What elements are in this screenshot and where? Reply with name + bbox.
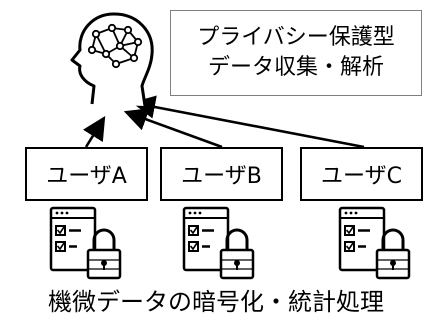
title-line-2: データ収集・解析	[207, 55, 384, 80]
padlock-icon	[219, 228, 255, 280]
locked-document-c	[338, 206, 411, 280]
user-box-a: ユーザA	[25, 147, 148, 201]
checklist-document-icon	[49, 206, 97, 272]
checklist-document-icon	[338, 206, 386, 272]
arrow-user-c	[131, 95, 365, 149]
locked-document-a	[49, 206, 122, 280]
head-with-brain-network-icon	[70, 12, 154, 107]
arrow-user-a	[82, 116, 106, 148]
title-line-1: プライバシー保護型	[197, 25, 395, 50]
user-box-c: ユーザC	[300, 147, 423, 201]
padlock-icon	[375, 228, 411, 280]
caption: 機微データの暗号化・統計処理	[48, 288, 384, 316]
title-box: プライバシー保護型 データ収集・解析	[170, 10, 422, 96]
padlock-icon	[86, 228, 122, 280]
locked-document-b	[182, 206, 255, 280]
user-box-b: ユーザB	[160, 147, 283, 201]
